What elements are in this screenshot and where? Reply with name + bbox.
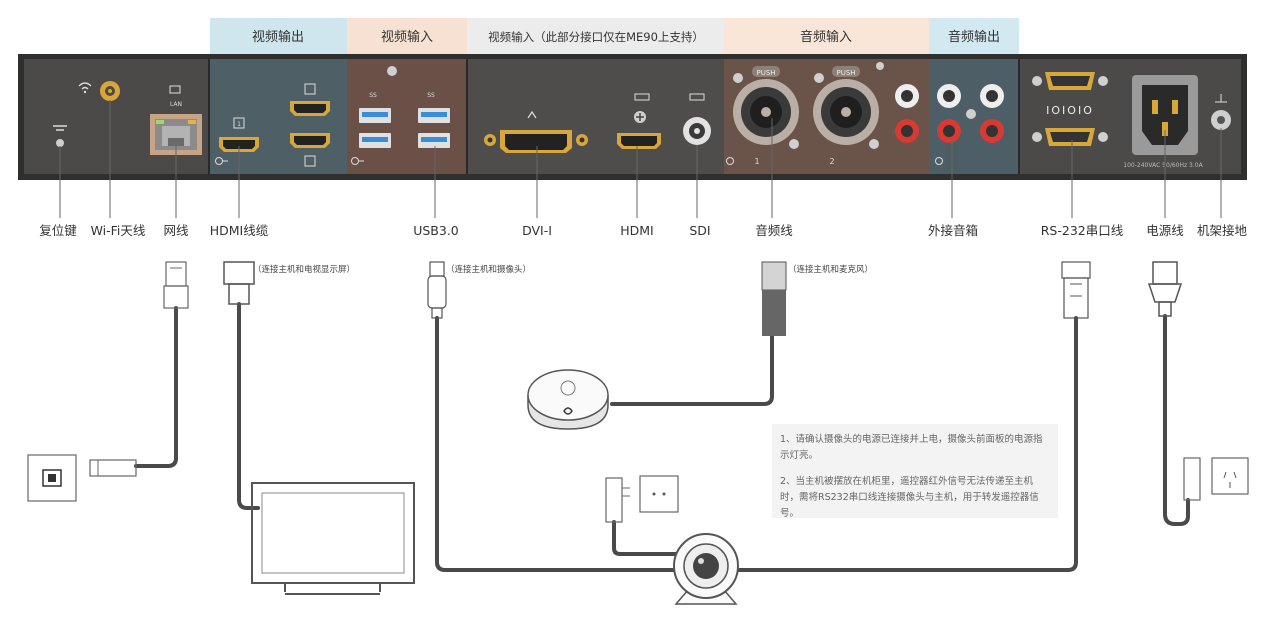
hdmi-plug-icon <box>223 261 255 305</box>
webcam-icon <box>673 533 739 605</box>
label-reset: 复位键 <box>39 223 77 238</box>
video-output-zone <box>210 59 347 174</box>
lan-label: LAN <box>170 101 182 108</box>
wall-lan-socket-icon <box>27 454 137 502</box>
mic-annotation: （连接主机和麦克风） <box>788 264 873 275</box>
notes-panel <box>772 424 1058 518</box>
lan-port[interactable]: LAN <box>150 85 202 155</box>
label-speaker: 外接音箱 <box>928 223 978 238</box>
notes-text: 1、请确认摄像头的电源已连接并上电，摄像头前面板的电源指示灯亮。 2、当主机被摆… <box>780 432 1052 532</box>
db9-plug-icon <box>1061 261 1091 319</box>
me90-header-bg <box>467 18 724 54</box>
tv-monitor-icon <box>251 482 415 595</box>
power-plug-icon <box>1147 261 1183 317</box>
power-socket[interactable]: 100-240VAC 50/60Hz 3.0A <box>1123 75 1204 169</box>
serial-bits-label: IOIOIO <box>1046 104 1094 117</box>
wifi-antenna-port[interactable] <box>78 81 120 101</box>
conference-microphone-icon <box>527 369 609 430</box>
usb3-ports[interactable]: SS SS <box>351 66 451 165</box>
leader-lines <box>59 100 1222 218</box>
usb-plug-icon <box>427 261 447 319</box>
label-sdi: SDI <box>689 223 710 238</box>
hdmi-output-ports[interactable]: 1 <box>215 83 331 167</box>
mic-2-label: 2 <box>829 157 834 166</box>
label-audio-cable: 音频线 <box>755 223 793 238</box>
power-spec-label: 100-240VAC 50/60Hz 3.0A <box>1123 162 1203 169</box>
xlr-plug-icon <box>761 261 787 336</box>
push-label-1: PUSH <box>756 69 775 77</box>
rear-panel: LAN 1 SS SS <box>18 54 1247 180</box>
label-hdmi-cable: HDMI线缆 <box>210 223 269 238</box>
ground-terminal[interactable] <box>1211 94 1231 130</box>
audio-input-header-bg <box>724 18 929 54</box>
mic-input-ports[interactable]: PUSH 1 PUSH 2 <box>726 62 920 166</box>
video-input-header-bg <box>347 18 467 54</box>
label-wifi: Wi-Fi天线 <box>91 223 146 238</box>
hdmi-annotation: （连接主机和电视显示屏） <box>253 264 355 275</box>
label-hdmi: HDMI <box>620 223 654 238</box>
network-icon <box>169 85 181 94</box>
section-audio-output: 音频输出 <box>948 29 1000 45</box>
video-output-header-bg <box>210 18 347 54</box>
label-dvi: DVI-I <box>522 223 552 238</box>
usb-ss-label-right: SS <box>427 92 435 99</box>
label-usb: USB3.0 <box>413 223 459 238</box>
wall-power-socket-icon <box>1183 457 1249 501</box>
audio-output-header-bg <box>929 18 1019 54</box>
note-2: 2、当主机被摆放在机柜里，遥控器红外信号无法传递至主机时，需将RS232串口线连… <box>780 476 1039 519</box>
speaker-output-ports[interactable] <box>935 84 1005 165</box>
cables <box>134 302 1190 572</box>
usb-ss-label-left: SS <box>369 92 377 99</box>
reset-button-icon[interactable] <box>53 125 67 147</box>
note-1: 1、请确认摄像头的电源已连接并上电，摄像头前面板的电源指示灯亮。 <box>780 434 1043 461</box>
label-network: 网线 <box>163 223 189 238</box>
usb-annotation: （连接主机和摄像头） <box>446 264 531 275</box>
section-video-input: 视频输入 <box>381 29 433 45</box>
push-label-2: PUSH <box>836 69 855 77</box>
rj45-plug-icon <box>163 261 189 309</box>
dvi-port[interactable] <box>484 110 588 153</box>
label-power: 电源线 <box>1146 223 1184 238</box>
mic-1-label: 1 <box>754 157 759 166</box>
camera-power-adapter-icon <box>605 475 679 523</box>
section-video-output: 视频输出 <box>252 29 304 45</box>
me90-zone <box>467 59 724 174</box>
label-ground: 机架接地 <box>1197 223 1248 238</box>
section-video-input-me90: 视频输入（此部分接口仅在ME90上支持） <box>488 30 704 44</box>
hdmi-input-port[interactable] <box>617 93 661 149</box>
rs232-ports[interactable]: IOIOIO <box>1032 72 1108 146</box>
section-audio-input: 音频输入 <box>800 29 852 45</box>
hdmi-out-1-label: 1 <box>237 121 241 128</box>
sdi-port[interactable] <box>683 93 711 145</box>
label-rs232: RS-232串口线 <box>1041 223 1124 238</box>
